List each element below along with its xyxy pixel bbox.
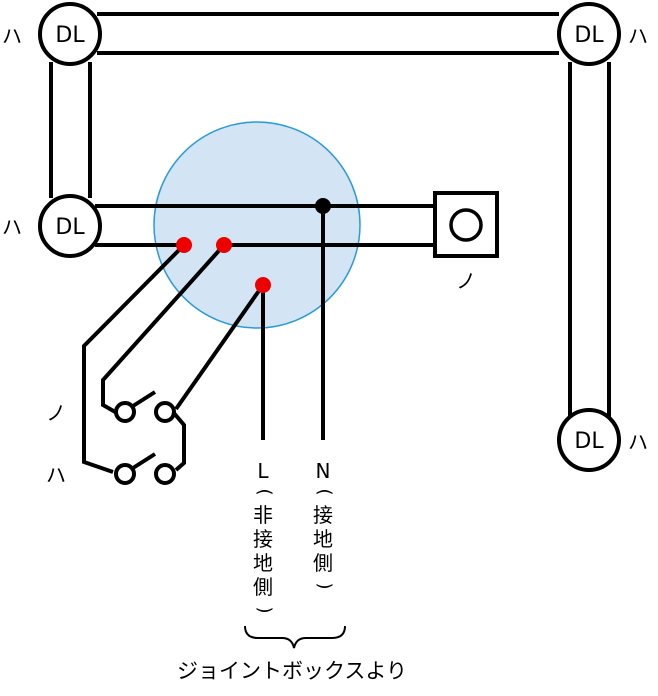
brace	[244, 625, 346, 649]
conduit-middle	[95, 204, 435, 247]
L-char: 側	[253, 575, 273, 599]
dl-top-left: DL	[38, 2, 102, 66]
black-connection-dot	[315, 198, 331, 214]
switch-label: ハ	[2, 24, 22, 48]
dl-top-right: DL	[557, 2, 621, 66]
L-open-paren: (	[254, 488, 275, 495]
outlet-label: ノ	[456, 269, 476, 293]
dl-symbol: DL	[55, 23, 85, 48]
N-close-paren: )	[314, 582, 335, 589]
N-char: 地	[313, 527, 333, 551]
switch-label: ハ	[2, 215, 22, 239]
red-connection-dot	[255, 277, 271, 293]
dl-symbol: DL	[574, 23, 604, 48]
switch-label: ハ	[628, 24, 648, 48]
N-char: 接	[313, 503, 333, 527]
junction-box	[153, 121, 361, 329]
L-char: 非	[253, 503, 273, 527]
L-char: 接	[253, 527, 273, 551]
N-char: 側	[313, 551, 333, 575]
outlet-box	[433, 191, 499, 258]
line-N-label: N ( 接 地 側 )	[313, 459, 335, 590]
switch-ha-label: ハ	[46, 463, 66, 487]
dl-symbol: DL	[574, 429, 604, 454]
switch-wires	[82, 206, 325, 474]
N-open-paren: (	[314, 488, 335, 495]
red-connection-dot	[176, 237, 192, 253]
switch-label: ハ	[628, 430, 648, 454]
N-letter: N	[316, 459, 331, 483]
conduit-right	[568, 62, 611, 418]
L-letter: L	[257, 459, 269, 483]
switch-ha	[114, 452, 176, 485]
L-char: 地	[253, 551, 273, 575]
line-L-label: L ( 非 接 地 側 )	[253, 459, 275, 614]
L-close-paren: )	[254, 606, 275, 613]
dl-symbol: DL	[55, 215, 85, 240]
dl-mid-left: DL	[38, 194, 102, 258]
conduit-top	[97, 12, 559, 55]
switch-no	[114, 390, 176, 423]
conduit-left	[49, 62, 92, 198]
switch-no-label: ノ	[46, 401, 66, 425]
red-connection-dot	[216, 237, 232, 253]
supply-caption: ジョイントボックスより	[177, 659, 407, 683]
dl-bottom-right: DL	[557, 408, 621, 472]
